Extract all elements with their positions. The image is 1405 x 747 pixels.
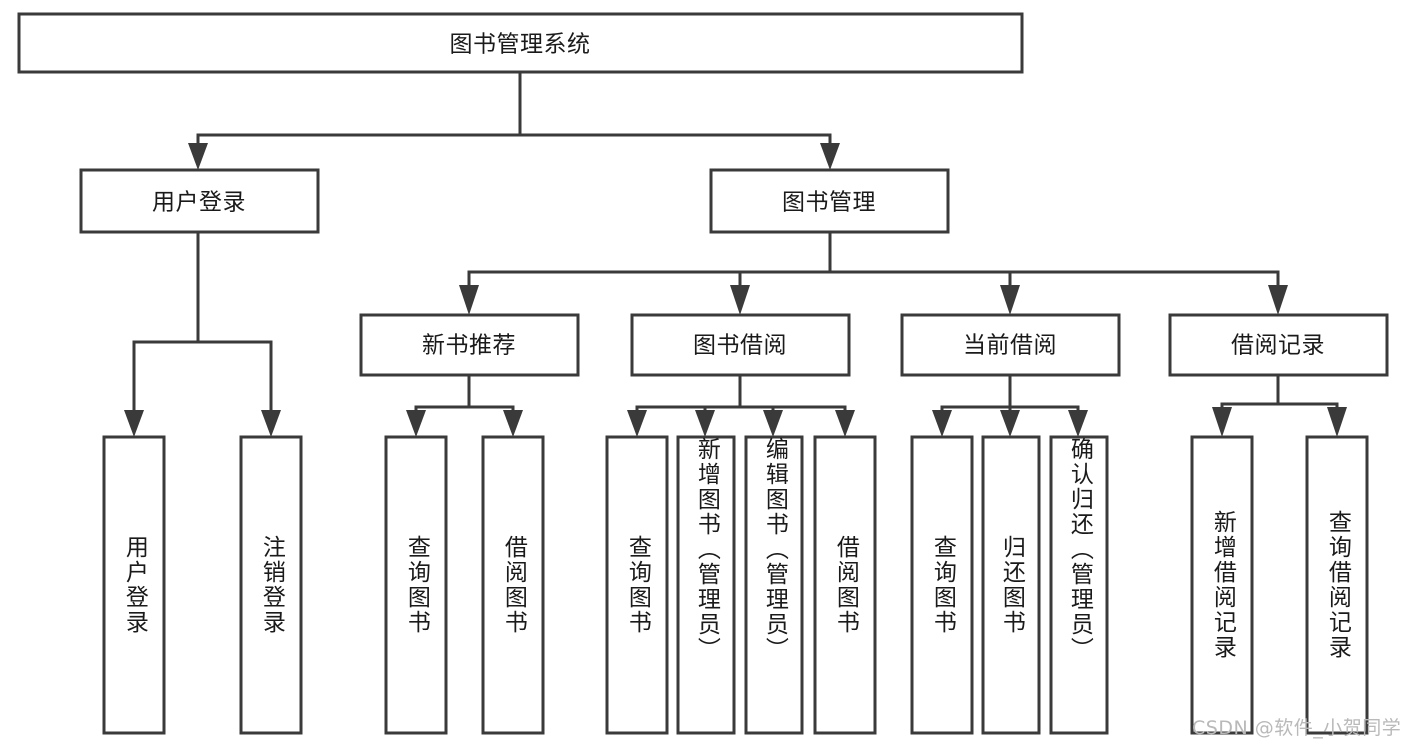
leaf-box-group	[102, 435, 1369, 735]
node-borrow-record-box[interactable]	[1168, 313, 1389, 377]
arrowhead-level3-3	[1000, 285, 1020, 315]
node-root-box[interactable]	[17, 12, 1024, 74]
leaf-box-book-borrow-3[interactable]	[744, 435, 804, 735]
arrowhead-level3-2	[730, 285, 750, 315]
node-borrow-record-label: 借阅记录	[1231, 333, 1325, 359]
leaf-box-book-borrow-4[interactable]	[813, 435, 877, 735]
node-book-borrow-label: 图书借阅	[693, 333, 787, 359]
arrowhead-leaf-borrow-record-1	[1212, 407, 1232, 437]
arrowhead-leaf-book-borrow-1	[627, 410, 647, 437]
node-new-book-label: 新书推荐	[422, 333, 516, 359]
node-current-borrow-label: 当前借阅	[963, 333, 1057, 359]
node-book-borrow-box[interactable]	[630, 313, 851, 377]
arrowhead-leaf-current-borrow-1	[932, 410, 952, 437]
node-book-manage-label: 图书管理	[782, 190, 876, 216]
leaf-box-book-borrow-1[interactable]	[605, 435, 669, 735]
arrowhead-leaf-current-borrow-2	[1000, 410, 1020, 437]
arrowhead-leaf-book-borrow-4	[835, 410, 855, 437]
node-book-borrow[interactable]: 图书借阅	[630, 313, 851, 377]
node-root-label: 图书管理系统	[450, 32, 591, 58]
leaf-box-user-login-1[interactable]	[102, 435, 166, 735]
arrowhead-user-login	[188, 143, 208, 170]
leaf-box-borrow-record-2[interactable]	[1305, 435, 1369, 735]
arrowhead-book-manage	[820, 143, 840, 170]
leaf-box-user-login-2[interactable]	[239, 435, 303, 735]
arrowhead-leaf-current-borrow-3	[1068, 410, 1088, 437]
leaf-box-current-borrow-2[interactable]	[981, 435, 1041, 735]
node-book-manage-box[interactable]	[709, 168, 950, 234]
arrowhead-leaf-new-book-2	[503, 410, 523, 437]
arrowhead-leaf-book-borrow-2	[695, 410, 715, 437]
node-new-book-box[interactable]	[359, 313, 580, 377]
arrowhead-leaf-book-borrow-3	[763, 410, 783, 437]
leaf-box-new-book-2[interactable]	[481, 435, 545, 735]
arrowhead-level3-1	[459, 285, 479, 315]
arrowhead-leaf-new-book-1	[406, 410, 426, 437]
node-current-borrow-box[interactable]	[900, 313, 1121, 377]
node-new-book[interactable]: 新书推荐	[359, 313, 580, 377]
node-current-borrow[interactable]: 当前借阅	[900, 313, 1121, 377]
leaf-box-book-borrow-2[interactable]	[676, 435, 736, 735]
node-user-login-box[interactable]	[79, 168, 320, 234]
node-borrow-record[interactable]: 借阅记录	[1168, 313, 1389, 377]
connector-group	[124, 70, 1347, 437]
node-user-login[interactable]: 用户登录	[79, 168, 320, 234]
arrowhead-leaf-user-login-1	[124, 410, 144, 437]
watermark-text: CSDN @软件_小贺同学	[1192, 717, 1402, 739]
node-user-login-label: 用户登录	[152, 190, 246, 216]
node-root[interactable]: 图书管理系统	[17, 12, 1024, 74]
arrowhead-leaf-user-login-2	[261, 410, 281, 437]
leaf-box-new-book-1[interactable]	[384, 435, 448, 735]
arrowhead-level3-4	[1268, 285, 1288, 315]
leaf-box-borrow-record-1[interactable]	[1190, 435, 1254, 735]
arrowhead-leaf-borrow-record-2	[1327, 407, 1347, 437]
leaf-box-current-borrow-1[interactable]	[910, 435, 974, 735]
node-book-manage[interactable]: 图书管理	[709, 168, 950, 234]
leaf-box-current-borrow-3[interactable]	[1049, 435, 1109, 735]
